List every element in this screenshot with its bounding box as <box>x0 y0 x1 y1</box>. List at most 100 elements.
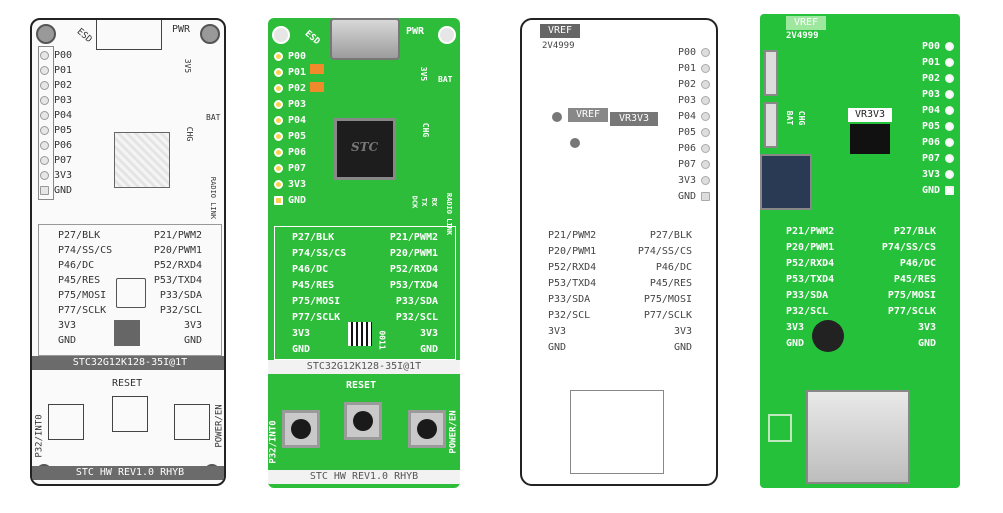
pin-3v3[interactable] <box>274 180 283 189</box>
vref-chip: VREF <box>540 24 580 38</box>
pin-grid-frame <box>38 224 222 356</box>
bat-label: BAT <box>785 110 795 126</box>
pin-label: P01 <box>54 65 73 76</box>
pin-p07[interactable] <box>701 160 710 169</box>
radio-link-label: RADIO LINK <box>209 176 218 220</box>
grid-right-label: P32/SCL <box>159 305 202 316</box>
pin-p01[interactable] <box>945 58 954 67</box>
bat-label: BAT <box>206 113 221 122</box>
grid-left-label: 3V3 <box>58 320 77 331</box>
pin-gnd[interactable] <box>701 192 710 201</box>
grid-right-label: GND <box>183 335 202 346</box>
grid-left-label: 3V3 <box>292 328 311 339</box>
pin-p03[interactable] <box>945 90 954 99</box>
pin-3v3[interactable] <box>40 171 49 180</box>
reset-button[interactable] <box>112 396 148 432</box>
grid-left-label: P74/SS/CS <box>58 245 113 256</box>
pin-gnd[interactable] <box>945 186 954 195</box>
pin-label: P07 <box>677 159 696 170</box>
pin-p06[interactable] <box>701 144 710 153</box>
center-button-outline[interactable] <box>116 278 146 308</box>
qr-code <box>348 322 372 346</box>
pin-p05[interactable] <box>701 128 710 137</box>
pin-p00[interactable] <box>40 51 49 60</box>
pin-p04[interactable] <box>274 116 283 125</box>
pin-p00[interactable] <box>701 48 710 57</box>
grid-right-label: P27/BLK <box>893 226 936 237</box>
pin-p05[interactable] <box>40 126 49 135</box>
grid-right-label: P75/MOSI <box>887 290 936 301</box>
pin-3v3[interactable] <box>945 170 954 179</box>
vreg-label: VR3V3 <box>848 108 892 122</box>
grid-right-label: 3V3 <box>673 326 692 337</box>
pin-p02[interactable] <box>274 84 283 93</box>
pin-p04[interactable] <box>40 111 49 120</box>
grid-right-label: P21/PWM2 <box>389 232 438 243</box>
grid-right-label: P27/BLK <box>649 230 692 241</box>
slide-switch[interactable] <box>764 102 778 148</box>
pin-gnd[interactable] <box>40 186 49 195</box>
pin-p04[interactable] <box>945 106 954 115</box>
pin-p06[interactable] <box>945 138 954 147</box>
grid-right-label: GND <box>673 342 692 353</box>
pin-p07[interactable] <box>40 156 49 165</box>
pin-p06[interactable] <box>274 148 283 157</box>
pin-p00[interactable] <box>274 52 283 61</box>
pin-p00[interactable] <box>945 42 954 51</box>
pin-p01[interactable] <box>40 66 49 75</box>
mcu-chip-outline <box>114 132 170 188</box>
pin-p03[interactable] <box>701 96 710 105</box>
pin-label: P06 <box>921 137 940 148</box>
p32-int0-button[interactable] <box>282 410 320 448</box>
pin-p02[interactable] <box>945 74 954 83</box>
pin-p01[interactable] <box>274 68 283 77</box>
grid-left-label: P32/SCL <box>548 310 591 321</box>
pin-label: P07 <box>54 155 73 166</box>
power-en-button[interactable] <box>408 410 446 448</box>
pin-p04[interactable] <box>701 112 710 121</box>
pin-label: P03 <box>288 99 307 110</box>
pin-gnd[interactable] <box>274 196 283 205</box>
pin-3v3[interactable] <box>701 176 710 185</box>
pin-label: P02 <box>288 83 307 94</box>
pin-p03[interactable] <box>274 100 283 109</box>
grid-left-label: 3V3 <box>548 326 567 337</box>
power-en-button[interactable] <box>174 404 210 440</box>
pin-p07[interactable] <box>274 164 283 173</box>
grid-right-label: P53/TXD4 <box>389 280 438 291</box>
grid-left-label: P77/SCLK <box>292 312 341 323</box>
grid-left-label: GND <box>786 338 805 349</box>
pin-label: P06 <box>677 143 696 154</box>
grid-left-label: P32/SCL <box>786 306 829 317</box>
pin-p02[interactable] <box>701 80 710 89</box>
sd-card-slot[interactable] <box>806 390 910 484</box>
pin-p02[interactable] <box>40 81 49 90</box>
grid-left-label: P52/RXD4 <box>786 258 835 269</box>
model-bar: STC32G12K128-35I@1T <box>32 356 224 370</box>
pin-p03[interactable] <box>40 96 49 105</box>
pin-label: P07 <box>921 153 940 164</box>
slide-switch[interactable] <box>764 50 778 96</box>
pin-label: P05 <box>921 121 940 132</box>
grid-left-label: P53/TXD4 <box>548 278 597 289</box>
pin-p01[interactable] <box>701 64 710 73</box>
pin-label: P04 <box>54 110 73 121</box>
p32-int0-button[interactable] <box>48 404 84 440</box>
grid-right-label: P77/SCLK <box>643 310 692 321</box>
pin-p07[interactable] <box>945 154 954 163</box>
pin-label: P00 <box>677 47 696 58</box>
mount-hole-top-left <box>272 26 290 44</box>
grid-left-label: P74/SS/CS <box>292 248 347 259</box>
grid-left-label: P52/RXD4 <box>548 262 597 273</box>
pin-label: P04 <box>288 115 307 126</box>
pin-label: 3V3 <box>288 179 307 190</box>
pin-p05[interactable] <box>945 122 954 131</box>
link-label: RX <box>430 197 439 207</box>
pin-p06[interactable] <box>40 141 49 150</box>
reset-button[interactable] <box>344 402 382 440</box>
pin-label: P04 <box>677 111 696 122</box>
board-back-pcb: VREF 2V4999 BAT CHG VR3V3 P00 P01 P02 P0… <box>760 14 960 488</box>
pin-p05[interactable] <box>274 132 283 141</box>
pin-label: P04 <box>921 105 940 116</box>
qr-block <box>114 320 140 346</box>
